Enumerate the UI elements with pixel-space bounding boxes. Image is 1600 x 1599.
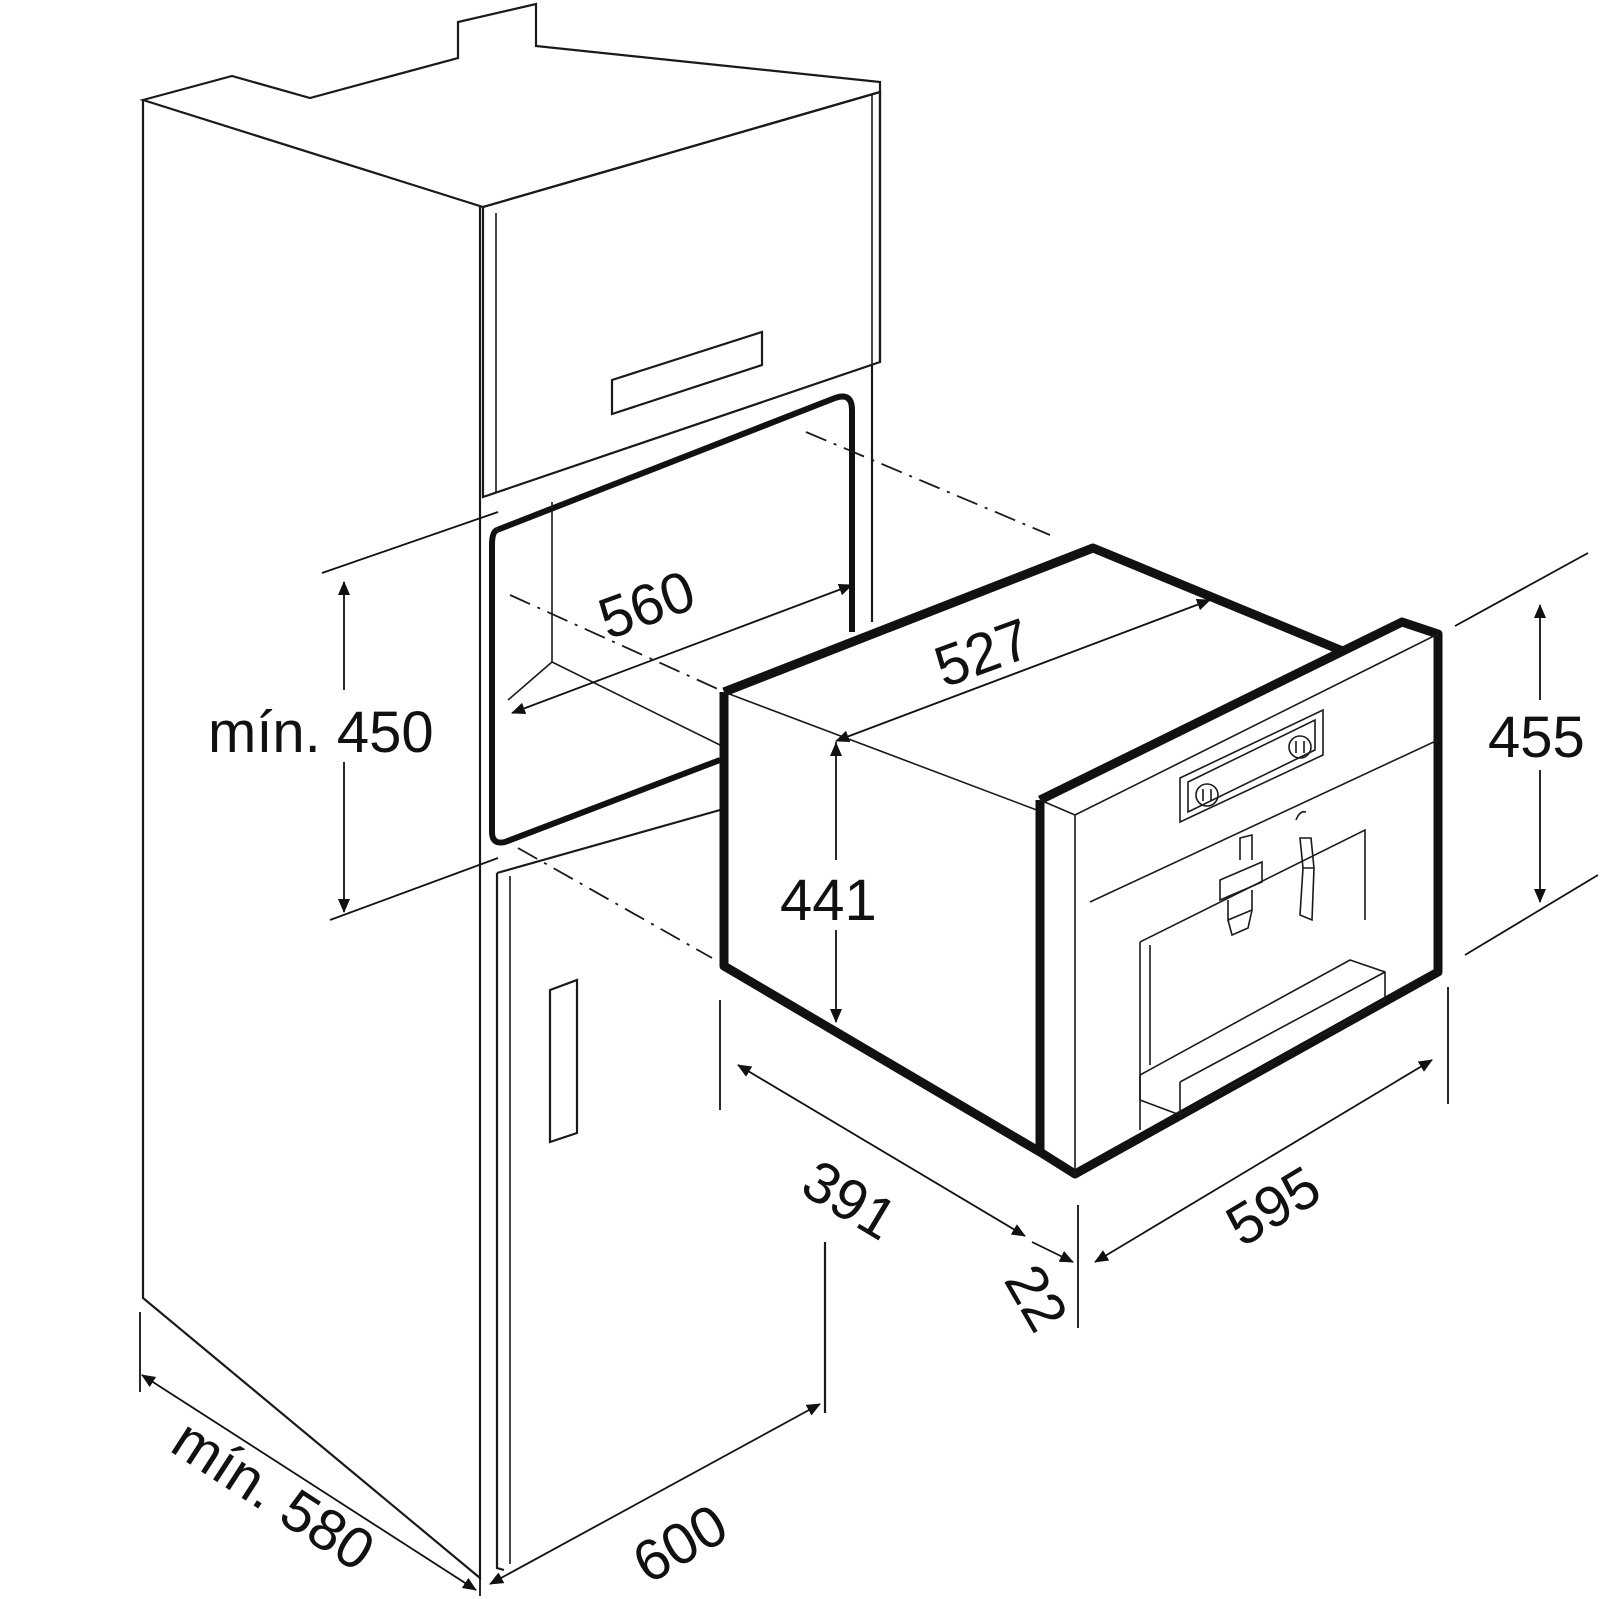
control-strip-inner (1187, 718, 1316, 814)
dim-niche-height-min: mín. 450 (208, 700, 434, 765)
front-panel-outline (1035, 617, 1443, 1179)
dim-appliance-depth: 527 (926, 606, 1039, 700)
knob-right-icon (1288, 735, 1312, 759)
dispensing-bay (1139, 828, 1366, 1130)
cabinet-top (139, 2, 882, 209)
dash-top (805, 431, 1051, 536)
upper-door-front (481, 90, 882, 499)
dim-niche-width: 560 (590, 558, 703, 652)
tall-cabinet (139, 2, 882, 1581)
knob-left-icon (1195, 783, 1219, 807)
cabinet-left-side (141, 100, 482, 1581)
machine-body-front-edge (723, 691, 1043, 813)
steam-wand-icon (1295, 810, 1315, 922)
dim-cabinet-width: 600 (622, 1492, 738, 1597)
drip-tray (1139, 959, 1386, 1116)
lower-door (495, 808, 827, 1572)
niche-frame (495, 393, 855, 632)
dimension-labels: 560 mín. 450 527 441 455 391 22 595 mín.… (161, 558, 1585, 1596)
front-panel-inner (1039, 633, 1439, 1174)
dim-front-panel-thickness: 22 (992, 1254, 1081, 1342)
niche-frame-left (489, 527, 722, 846)
dim-appliance-side-depth: 391 (791, 1147, 907, 1253)
machine-body-left (719, 692, 1043, 1156)
dim-cabinet-depth-min: mín. 580 (161, 1406, 386, 1583)
dim-appliance-front-height: 455 (1488, 705, 1585, 770)
alignment-lines (509, 431, 1051, 959)
lower-door-front (495, 808, 721, 1572)
upper-door (481, 90, 882, 499)
panel-divider (1089, 739, 1439, 903)
dimension-lines (139, 511, 1599, 1596)
coffee-machine (719, 543, 1443, 1179)
upper-door-handle (610, 330, 764, 416)
dash-bottom (517, 847, 713, 959)
lower-door-handle (548, 978, 579, 1144)
control-strip (1179, 708, 1324, 824)
coffee-spout-icon (1219, 833, 1263, 937)
machine-body-outline (722, 543, 1347, 697)
dim-appliance-body-height: 441 (780, 868, 877, 933)
dim-appliance-width: 595 (1215, 1154, 1331, 1260)
